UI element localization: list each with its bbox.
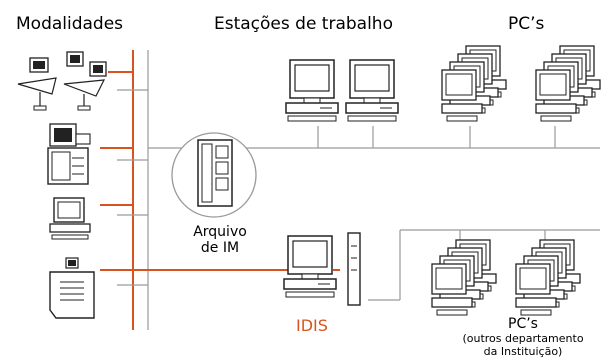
monitor-computer-icon [49, 197, 91, 240]
heading-pcs: PC’s [508, 14, 545, 34]
other-pcs-label-line1: PC’s [508, 316, 538, 332]
accent-branches [100, 71, 340, 271]
workstation-scanner-icon [47, 123, 91, 185]
workstation-computer-icon [285, 59, 399, 122]
stacked-pcs-icon [431, 239, 581, 316]
heading-modalities: Modalidades [16, 14, 124, 34]
film-printer-icon [49, 257, 95, 319]
idis-workstation-icon [283, 232, 361, 306]
other-pcs-label-line2: (outros departamento [462, 332, 584, 345]
idis-label: IDIS [296, 316, 328, 335]
archive-server-icon [171, 132, 257, 218]
archive-label-line1: Arquivo [193, 224, 247, 240]
archive-label-line2: de IM [200, 240, 240, 256]
other-pcs-label: PC’s (outros departamento da Instituição… [448, 316, 598, 358]
stacked-pcs-icon [441, 45, 601, 122]
archive-label: Arquivo de IM [180, 224, 260, 256]
other-pcs-label-line3: da Instituição) [483, 345, 563, 358]
x-ray-system-icon [17, 51, 107, 111]
heading-workstations: Estações de trabalho [214, 14, 393, 34]
